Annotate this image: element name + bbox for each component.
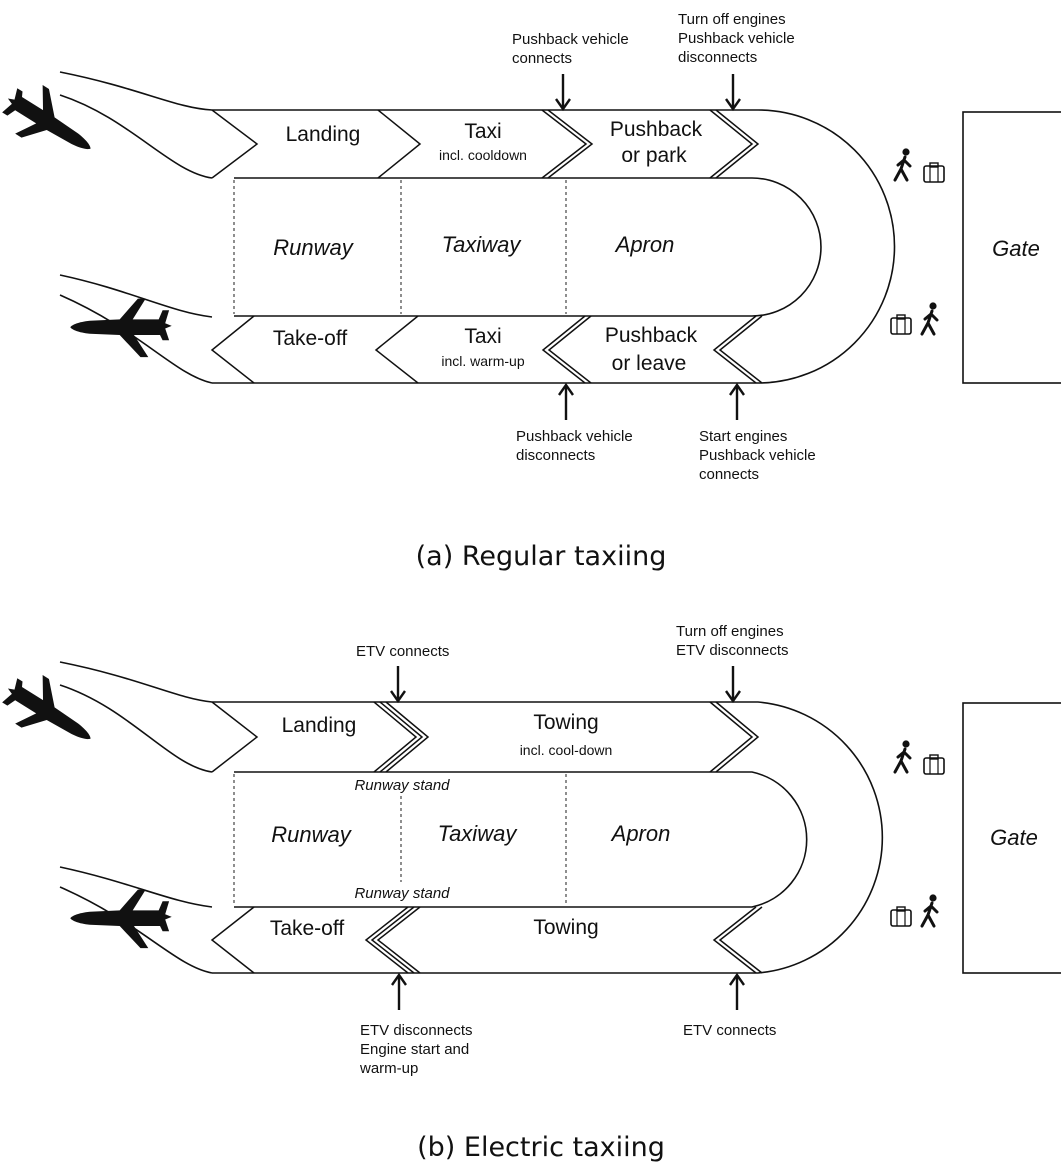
suitcase-icon [923,754,945,775]
zone-apron: Apron [614,232,675,257]
note-top-right: Turn off engines ETV disconnects [676,623,789,659]
note-top-mid: ETV connects [356,643,449,660]
stage-pushback-park-2: or park [621,144,687,167]
arrow-top-right [725,74,741,112]
arrow-bottom-right [729,972,745,1010]
gate-box [962,702,1061,974]
stage-towing-in-sub: incl. cool-down [520,742,613,758]
airplane-icon [0,663,106,762]
arrow-bottom-mid [558,382,574,420]
zone-gate: Gate [992,236,1040,261]
suitcase-icon [890,314,912,335]
note-bottom-right: ETV connects [683,1022,776,1039]
gate-box [962,111,1061,384]
caption-b: (b) Electric taxiing [417,1132,665,1163]
zone-runway: Runway [273,235,354,260]
panel-regular-taxiing: Landing Taxi incl. cooldown Pushback or … [0,11,1061,572]
stage-pushback-leave: Pushback [605,324,698,347]
stage-landing: Landing [282,714,357,737]
zone-runway: Runway [271,822,352,847]
stage-landing: Landing [286,123,361,146]
walking-person-icon [920,892,939,928]
airplane-icon [0,73,106,172]
arrow-top-mid [555,74,571,112]
stage-takeoff: Take-off [270,917,344,940]
stage-takeoff: Take-off [273,327,347,350]
suitcase-icon [890,906,912,927]
walking-person-icon [893,146,912,182]
zone-taxiway: Taxiway [442,232,523,257]
arrow-top-mid [390,666,406,704]
stage-taxi-in-sub: incl. cooldown [439,147,527,163]
note-top-mid: Pushback vehicle connects [512,31,633,67]
stage-towing-out: Towing [533,916,598,939]
runway-stand-label-top: Runway stand [354,777,450,794]
stage-towing-in: Towing [533,711,598,734]
stage-pushback-park: Pushback [610,118,703,141]
walking-person-icon [920,300,939,336]
note-bottom-mid: ETV disconnects Engine start and warm-up [359,1022,477,1077]
note-bottom-mid: Pushback vehicle disconnects [516,428,637,464]
arrow-bottom-mid [391,972,407,1010]
stage-taxi-out-sub: incl. warm-up [441,353,524,369]
panel-electric-taxiing: Landing Towing incl. cool-down Take-off … [0,623,1061,1163]
arrow-top-right [725,666,741,704]
stage-pushback-leave-2: or leave [612,352,687,375]
zone-apron: Apron [610,821,671,846]
suitcase-icon [923,162,945,183]
note-bottom-right: Start engines Pushback vehicle connects [699,428,820,483]
note-top-right: Turn off engines Pushback vehicle discon… [678,11,799,66]
stage-taxi-out: Taxi [464,325,501,348]
caption-a: (a) Regular taxiing [416,541,667,572]
stage-taxi-in: Taxi [464,120,501,143]
zone-taxiway: Taxiway [438,821,519,846]
zone-gate: Gate [990,825,1038,850]
runway-stand-label-bottom: Runway stand [354,885,450,902]
arrow-bottom-right [729,382,745,420]
walking-person-icon [893,738,912,774]
